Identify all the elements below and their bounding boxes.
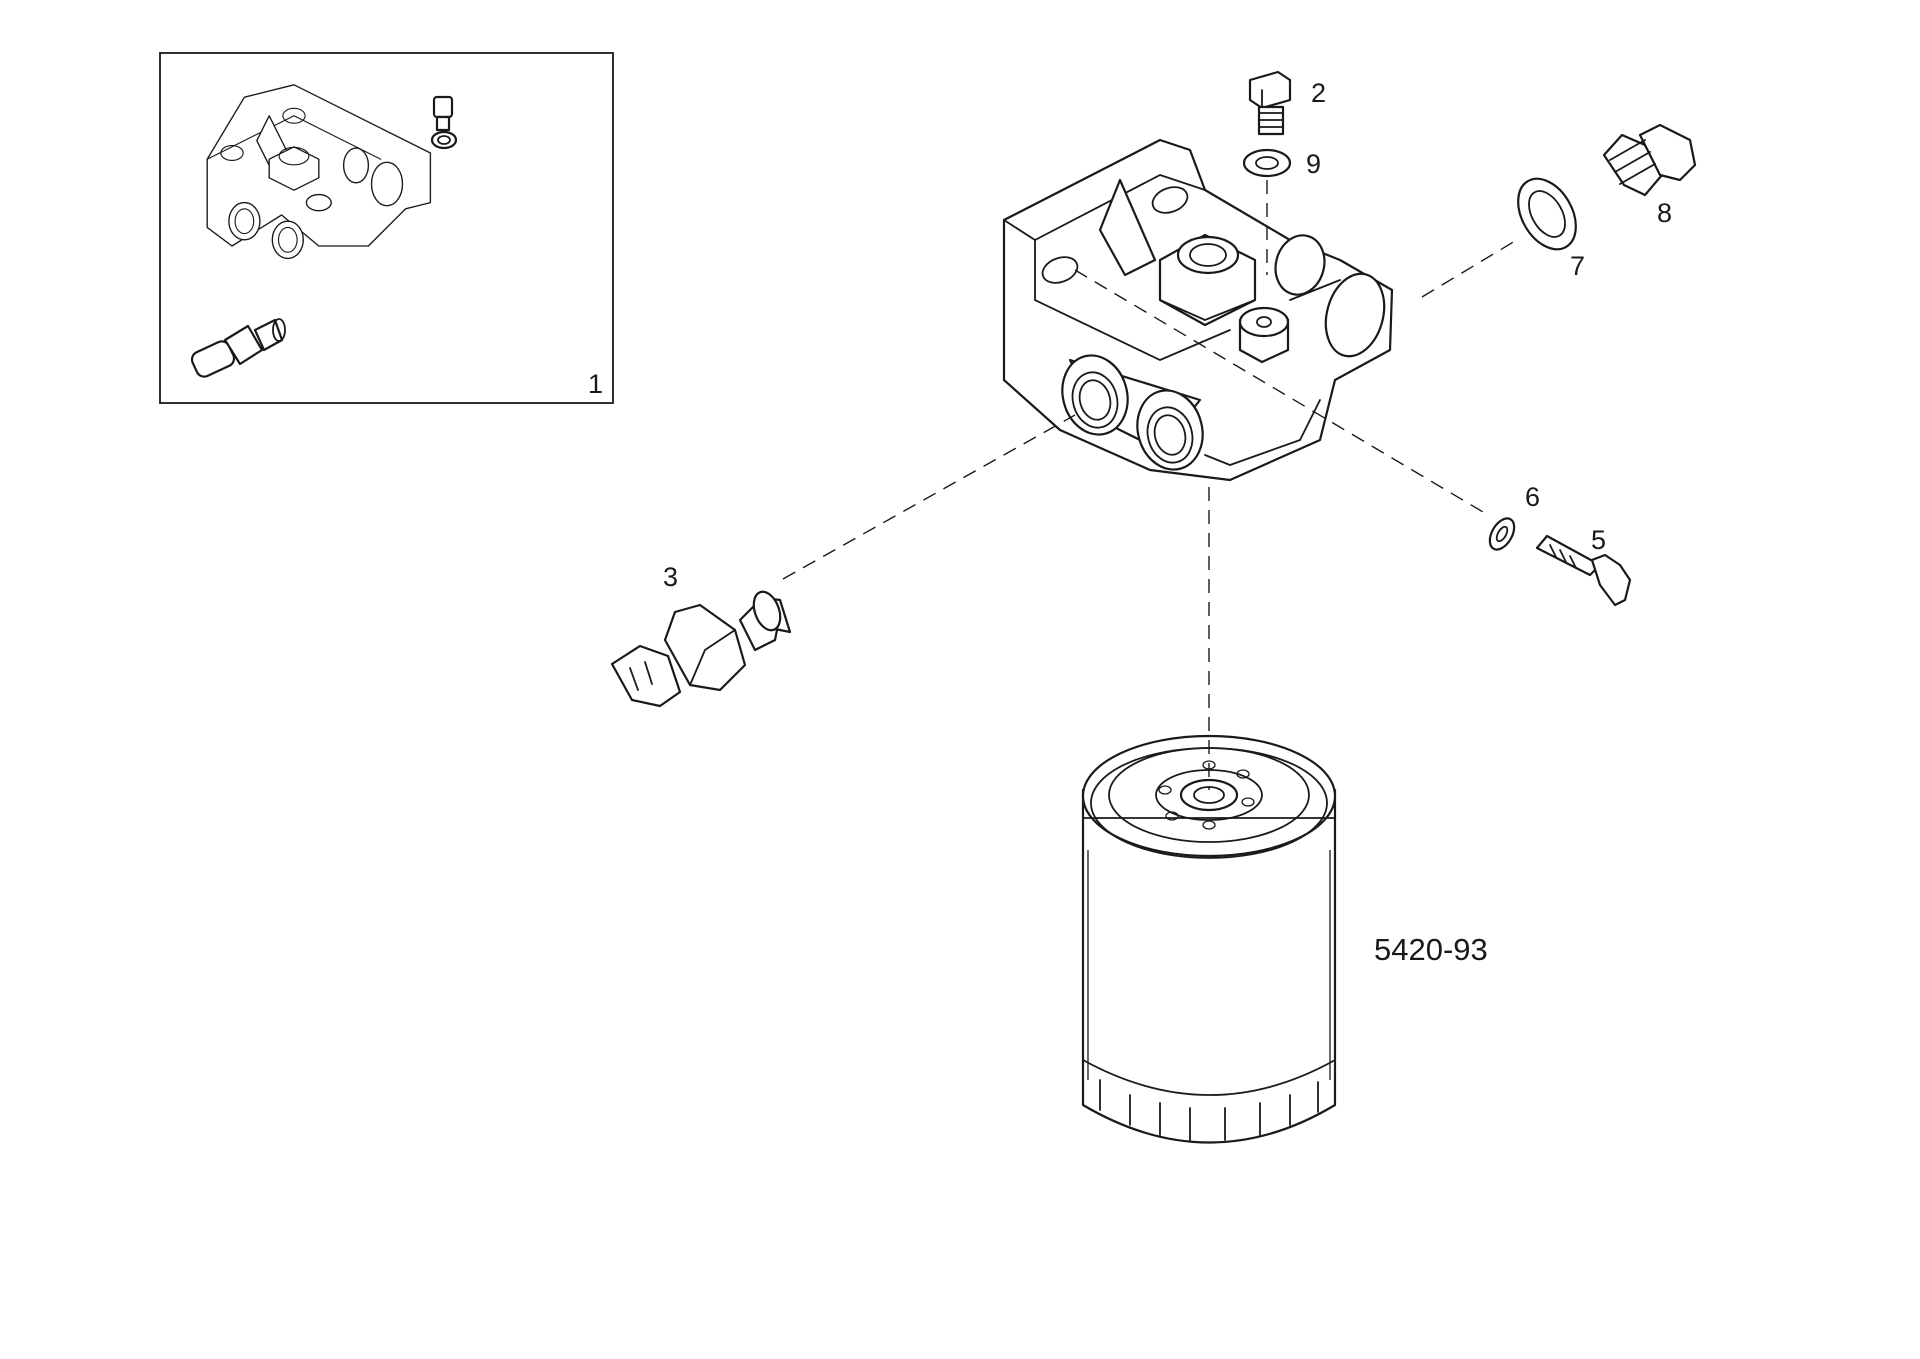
callout-1: 1 — [588, 369, 603, 399]
blanking-plug: 8 — [1602, 123, 1697, 228]
bleed-screw: 2 — [1248, 70, 1326, 136]
seal-ring: 7 — [1517, 177, 1585, 281]
filter-head — [1002, 138, 1394, 482]
inset-frame — [159, 52, 614, 404]
filter-cartridge — [1081, 734, 1337, 1144]
inset-filter-head — [206, 84, 432, 260]
inset-assembly: 1 — [159, 52, 614, 404]
callout-8: 8 — [1657, 198, 1672, 228]
mounting-bolt: 5 — [1535, 525, 1632, 607]
inset-sensor — [190, 318, 286, 378]
callout-3: 3 — [663, 562, 678, 592]
pressure-sensor: 3 — [610, 562, 792, 708]
inset-bleed-screw — [430, 95, 458, 150]
callout-6: 6 — [1525, 482, 1540, 512]
callout-5: 5 — [1591, 525, 1606, 555]
leader-lines — [782, 180, 1521, 790]
callout-9: 9 — [1306, 149, 1321, 179]
leader-bolt — [1074, 269, 1484, 513]
sealing-washer: 9 — [1242, 148, 1321, 179]
callout-2: 2 — [1311, 78, 1326, 108]
leader-plug — [1421, 237, 1521, 298]
leader-sensor — [782, 414, 1076, 580]
callout-7: 7 — [1570, 251, 1585, 281]
drawing-number: 5420-93 — [1374, 932, 1488, 967]
spring-washer: 6 — [1488, 482, 1540, 551]
